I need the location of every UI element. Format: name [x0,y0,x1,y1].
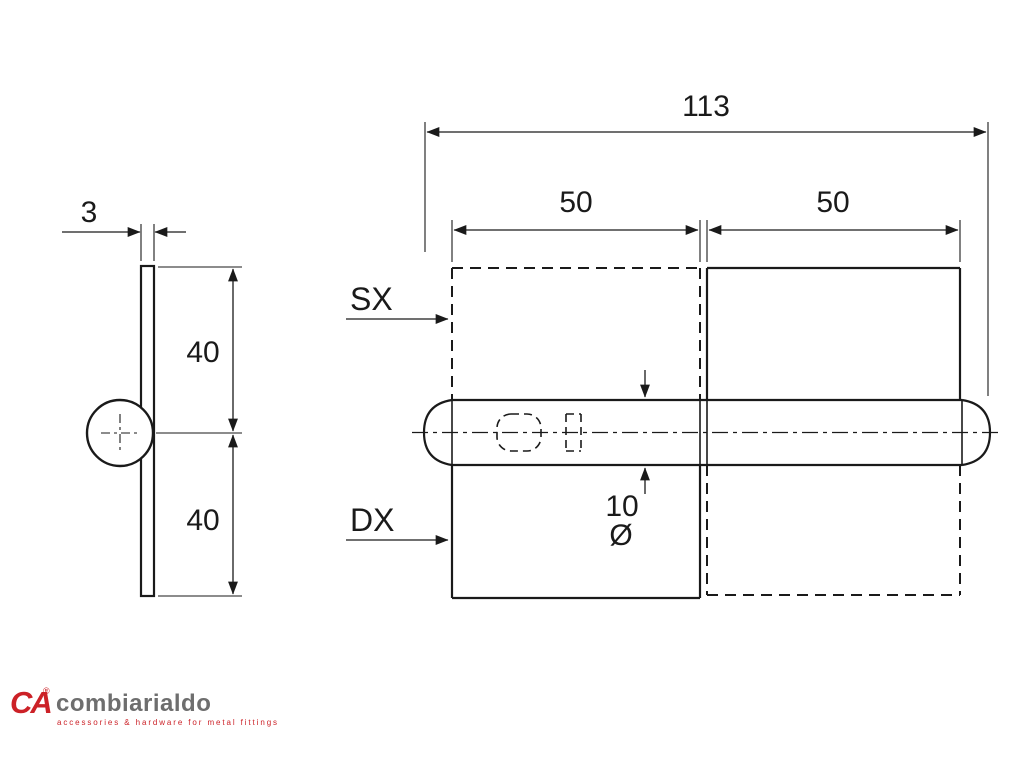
dim-113-label: 113 [682,90,730,123]
dx-label: DX [350,502,394,538]
dimension-pin-diameter: 10 Ø [605,370,650,552]
dim-50-left-label: 50 [559,186,592,219]
label-dx-group: DX [346,502,449,545]
dim-40-bottom-label: 40 [186,504,219,537]
dim-50-right-label: 50 [816,186,849,219]
leaf-top-left-dashed [451,267,701,400]
hinge-pin [412,398,1000,467]
logo-tagline: accessories & hardware for metal fitting… [57,718,279,727]
leaf-top-right-solid [705,266,962,400]
dim-3-label: 3 [81,196,98,229]
brand-logo: CA ® combiarialdo accessories & hardware… [10,685,279,727]
dimension-leaf-left: 50 [451,186,701,262]
front-view: 113 50 50 10 Ø SX DX [346,90,1000,600]
logo-mark: CA [10,685,51,720]
logo-name: combiarialdo [56,690,211,717]
knuckle-circle [85,398,155,468]
label-sx-group: SX [346,281,449,324]
registered-mark: ® [43,686,50,696]
dimension-thickness: 3 [62,196,186,261]
dimension-leaf-right: 50 [706,186,961,262]
dim-40-top-label: 40 [186,336,219,369]
leaf-bottom-right-dashed [706,465,961,596]
sx-label: SX [350,281,393,317]
dimension-heights: 40 40 [156,266,242,597]
side-view: 3 40 40 [62,196,242,598]
diameter-symbol: Ø [609,519,632,552]
leaf-bottom-left-solid [450,465,702,600]
dim-10-label: 10 [605,490,638,523]
dimension-total-length: 113 [424,90,989,396]
